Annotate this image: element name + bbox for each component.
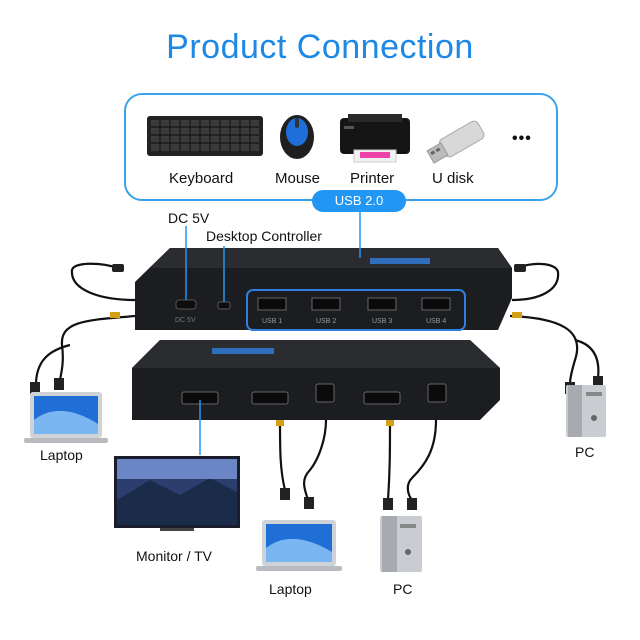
keyboard-icon	[147, 116, 263, 156]
desktop-controller-label: Desktop Controller	[206, 228, 322, 244]
pc-right-icon	[566, 385, 606, 437]
more-devices-indicator: •••	[512, 130, 532, 148]
usb-version-badge: USB 2.0	[312, 190, 406, 212]
pc-bottom-label: PC	[393, 581, 412, 597]
monitor-icon	[114, 456, 240, 531]
laptop-bottom-label: Laptop	[269, 581, 312, 597]
usb-port-3-label: USB 3	[372, 318, 392, 325]
printer-label: Printer	[350, 170, 394, 187]
laptop-left-icon	[24, 392, 108, 443]
udisk-icon	[426, 119, 486, 165]
laptop-left-label: Laptop	[40, 447, 83, 463]
kvm-switch-front	[132, 340, 500, 420]
mouse-icon	[280, 115, 314, 159]
pc-right-label: PC	[575, 444, 594, 460]
laptop-bottom-icon	[256, 520, 342, 571]
keyboard-label: Keyboard	[169, 170, 233, 187]
dc-port-text: DC 5V	[175, 317, 196, 324]
usb-port-4-label: USB 4	[426, 318, 446, 325]
mouse-label: Mouse	[275, 170, 320, 187]
usb-port-2-label: USB 2	[316, 318, 336, 325]
usb-port-1-label: USB 1	[262, 318, 282, 325]
monitor-label: Monitor / TV	[136, 548, 212, 564]
printer-icon	[340, 114, 410, 162]
dc-5v-label: DC 5V	[168, 210, 209, 226]
udisk-label: U disk	[432, 170, 474, 187]
pc-bottom-icon	[380, 516, 422, 572]
